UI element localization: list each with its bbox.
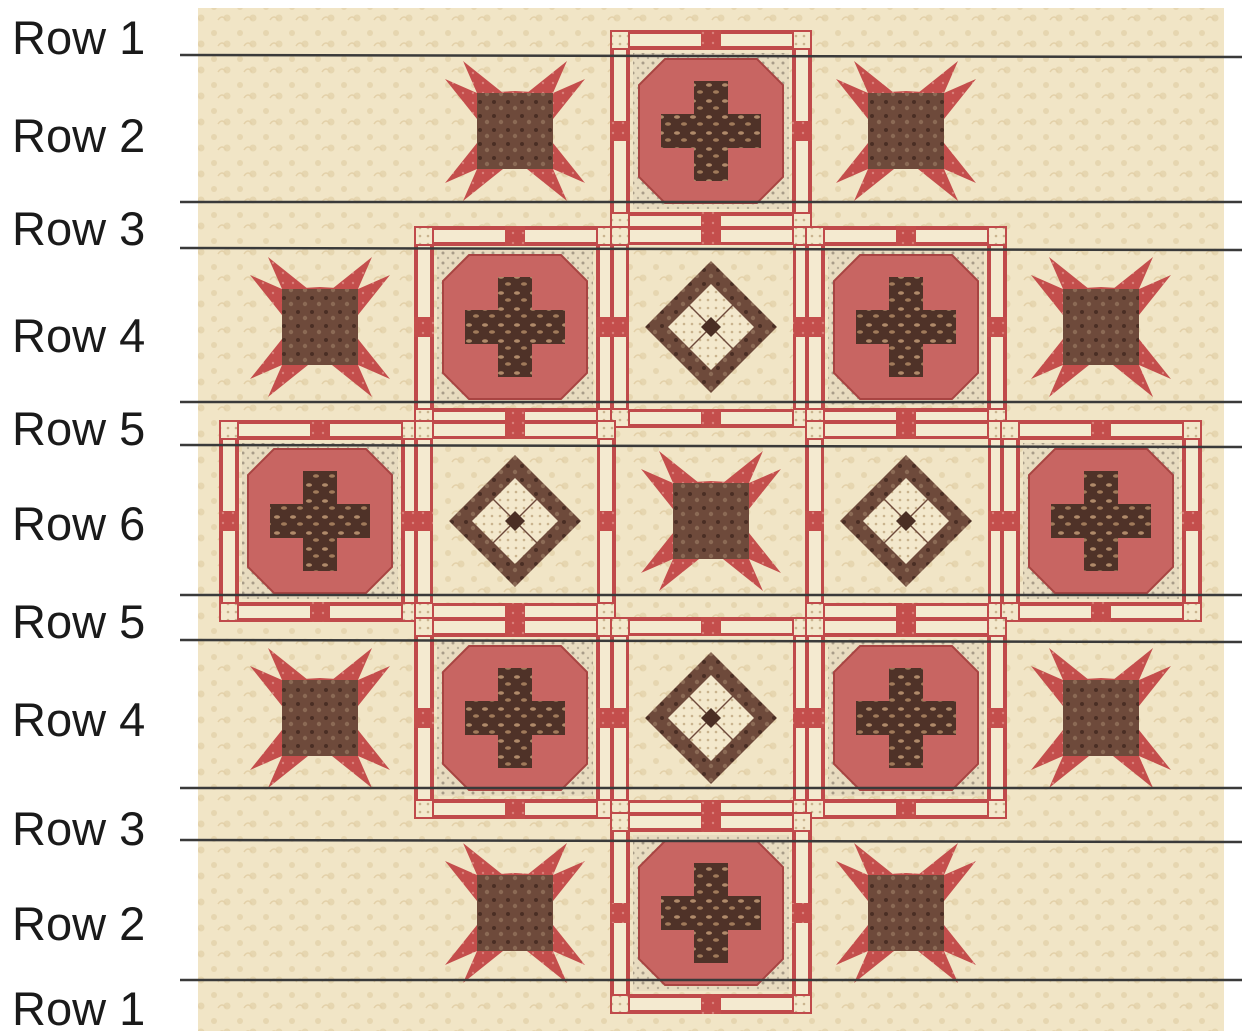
sashing-center-square bbox=[701, 408, 721, 428]
sashing-center-square bbox=[701, 617, 721, 637]
star-center-square bbox=[1063, 289, 1139, 365]
row-label: Row 2 bbox=[12, 112, 145, 159]
quilt-block-cross bbox=[219, 420, 421, 622]
sashing-center-square bbox=[1091, 420, 1111, 440]
cornerstone bbox=[793, 995, 811, 1013]
sashing-center-square bbox=[219, 511, 239, 531]
cornerstone bbox=[806, 227, 824, 245]
sashing-center-square bbox=[610, 317, 630, 337]
cornerstone bbox=[611, 813, 629, 831]
sashing-center-square bbox=[896, 799, 916, 819]
cornerstone bbox=[415, 421, 433, 439]
sashing-center-square bbox=[505, 617, 525, 637]
quilt-block-fourpatch bbox=[610, 226, 812, 428]
sashing-center-square bbox=[1182, 511, 1202, 531]
cornerstone bbox=[415, 227, 433, 245]
sashing-center-square bbox=[896, 420, 916, 440]
cornerstone bbox=[988, 618, 1006, 636]
cornerstone bbox=[415, 618, 433, 636]
row-label: Row 1 bbox=[12, 14, 145, 61]
star-center-square bbox=[1063, 680, 1139, 756]
sashing-center-square bbox=[505, 226, 525, 246]
sashing-center-square bbox=[805, 511, 825, 531]
cornerstone bbox=[1183, 421, 1201, 439]
sashing-center-square bbox=[610, 708, 630, 728]
sashing-center-square bbox=[414, 317, 434, 337]
star-center-square bbox=[477, 93, 553, 169]
cornerstone bbox=[793, 31, 811, 49]
star-center-square bbox=[868, 93, 944, 169]
row-label: Row 1 bbox=[12, 985, 145, 1032]
sashing-center-square bbox=[505, 799, 525, 819]
sashing-center-square bbox=[414, 511, 434, 531]
sashing-center-square bbox=[1000, 511, 1020, 531]
row-label: Row 5 bbox=[12, 405, 145, 452]
cornerstone bbox=[793, 813, 811, 831]
cornerstone bbox=[1001, 421, 1019, 439]
row-label: Row 3 bbox=[12, 805, 145, 852]
quilt-block-fourpatch bbox=[805, 420, 1007, 622]
star-center-square bbox=[868, 875, 944, 951]
sashing-center-square bbox=[310, 602, 330, 622]
cornerstone bbox=[611, 618, 629, 636]
star-center-square bbox=[282, 289, 358, 365]
row-label: Row 4 bbox=[12, 312, 145, 359]
cornerstone bbox=[806, 421, 824, 439]
quilt-block-fourpatch bbox=[414, 420, 616, 622]
cornerstone bbox=[988, 227, 1006, 245]
sashing-center-square bbox=[987, 317, 1007, 337]
cornerstone bbox=[611, 31, 629, 49]
cornerstone bbox=[806, 618, 824, 636]
quilt-block-cross bbox=[805, 226, 1007, 428]
sashing-center-square bbox=[987, 708, 1007, 728]
sashing-center-square bbox=[896, 226, 916, 246]
row-label: Row 5 bbox=[12, 598, 145, 645]
quilt-block-cross bbox=[1000, 420, 1202, 622]
sashing-center-square bbox=[596, 511, 616, 531]
row-label: Row 4 bbox=[12, 696, 145, 743]
sashing-center-square bbox=[896, 617, 916, 637]
sashing-center-square bbox=[701, 226, 721, 246]
cornerstone bbox=[220, 603, 238, 621]
cornerstone bbox=[611, 995, 629, 1013]
cornerstone bbox=[611, 227, 629, 245]
cornerstone bbox=[415, 800, 433, 818]
sashing-center-square bbox=[505, 420, 525, 440]
row-label: Row 2 bbox=[12, 900, 145, 947]
sashing-center-square bbox=[310, 420, 330, 440]
cornerstone bbox=[988, 800, 1006, 818]
sashing-center-square bbox=[792, 121, 812, 141]
sashing-center-square bbox=[805, 708, 825, 728]
sashing-center-square bbox=[610, 121, 630, 141]
cornerstone bbox=[1183, 603, 1201, 621]
star-center-square bbox=[282, 680, 358, 756]
row-label: Row 6 bbox=[12, 500, 145, 547]
sashing-center-square bbox=[701, 812, 721, 832]
sashing-center-square bbox=[1091, 602, 1111, 622]
star-center-square bbox=[477, 875, 553, 951]
cornerstone bbox=[220, 421, 238, 439]
sashing-center-square bbox=[805, 317, 825, 337]
sashing-center-square bbox=[610, 903, 630, 923]
sashing-center-square bbox=[414, 708, 434, 728]
sashing-center-square bbox=[701, 994, 721, 1014]
star-center-square bbox=[673, 483, 749, 559]
quilt-block-cross bbox=[414, 226, 616, 428]
sashing-center-square bbox=[792, 903, 812, 923]
cornerstone bbox=[597, 421, 615, 439]
row-label: Row 3 bbox=[12, 205, 145, 252]
sashing-center-square bbox=[701, 30, 721, 50]
